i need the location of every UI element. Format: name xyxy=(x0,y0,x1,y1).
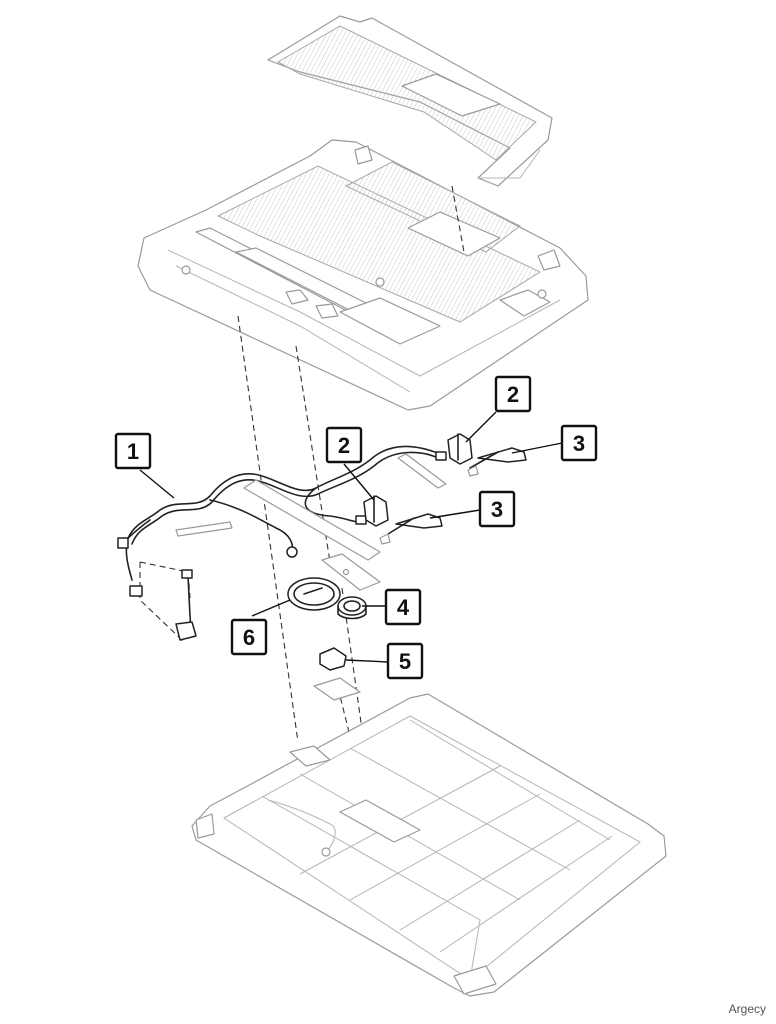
callout-2-upper-label: 2 xyxy=(507,382,519,407)
sensor-upper xyxy=(447,433,473,465)
switch xyxy=(313,647,361,701)
callout-1: 1 xyxy=(114,432,152,470)
callout-2-lower-label: 2 xyxy=(338,433,350,458)
wire-harness xyxy=(117,445,447,641)
top-cover-plate xyxy=(267,15,553,187)
callout-6: 6 xyxy=(230,618,268,656)
watermark-text: Argecy xyxy=(728,1002,766,1016)
callout-3-lower-label: 3 xyxy=(491,497,503,522)
callout-5: 5 xyxy=(386,642,424,680)
callout-6-label: 6 xyxy=(243,625,255,650)
callout-2-lower: 2 xyxy=(325,426,363,464)
actuator-lower xyxy=(379,513,443,545)
actuator-upper xyxy=(467,447,527,477)
guide-rails xyxy=(175,453,447,561)
callout-3-upper-label: 3 xyxy=(573,431,585,456)
callout-4: 4 xyxy=(384,588,422,626)
callout-2-upper: 2 xyxy=(494,375,532,413)
callout-3-upper: 3 xyxy=(560,424,598,462)
callout-1-label: 1 xyxy=(127,439,139,464)
sensor-lower xyxy=(363,495,389,527)
encoder-disc xyxy=(287,577,341,611)
callout-3-lower: 3 xyxy=(478,490,516,528)
scanner-frame xyxy=(137,139,589,411)
bracket-plate xyxy=(321,553,381,591)
lower-tray xyxy=(191,693,667,997)
callout-5-label: 5 xyxy=(399,649,411,674)
callout-4-label: 4 xyxy=(397,595,410,620)
leader-lines xyxy=(139,411,563,663)
gear xyxy=(337,596,367,620)
